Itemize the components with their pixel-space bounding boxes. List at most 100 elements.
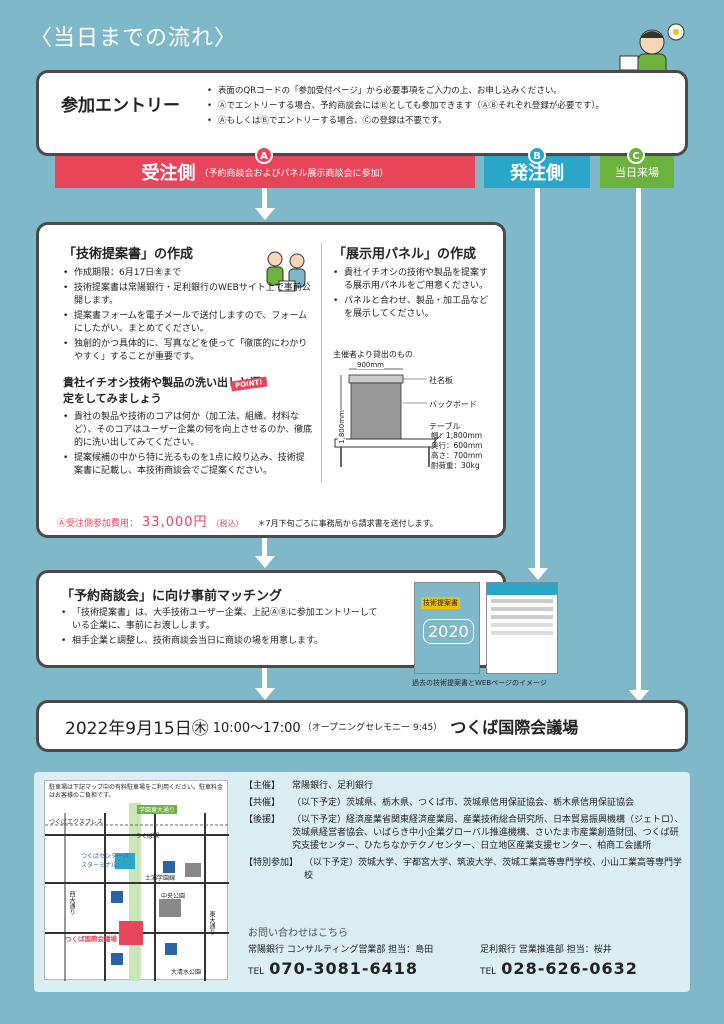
access-map: 駐車場は下記マップ中の有料駐車場をご利用ください。駐車料金はお客様のご負担です。… [44,780,229,981]
map-label: 東大通り [208,911,215,935]
table-spec: 耐荷重：30kg [431,461,480,470]
flow-arrow-a3 [255,688,275,700]
flow-arrow-a [255,208,275,220]
proposal-item: 作成期限：6月17日㊎まで [63,267,263,280]
badge-c: C [627,146,645,164]
badge-b: B [528,146,546,164]
fee-label: Ⓐ受注側参加費用： [57,519,139,529]
panel-diagram [334,368,444,467]
proposal-title: 「技術提案書」の作成 [63,247,194,262]
contact-name: 足利銀行 営業推進部 担当：桜井 [480,945,612,955]
flow-line-a [262,188,267,210]
table-spec: 高さ：700mm [431,451,483,460]
proposal-sub-item: 貴社の製品や技術のコアは何か（加工法、組織、材料など）、そのコアはユーザー企業の… [63,411,313,450]
event-date: 2022年9月15日㊍ [65,718,209,739]
matching-items: 「技術提案書」は、大手技術ユーザー企業、上記ⒶⒷに参加エントリーしている企業に、… [61,607,381,650]
booklet-title: 技術提案書 [421,597,460,609]
panel-sign-label: 社名板 [429,376,453,385]
panel-height-label: 1,800mm [337,410,346,444]
web-header-bar [487,583,557,595]
entry-line: 表面のQRコードの「参加受付ページ」から必要事項をご入力の上、お申し込みください… [207,85,682,98]
info-key: 【主催】 [244,781,281,791]
entry-card: 参加エントリー 表面のQRコードの「参加受付ページ」から必要事項をご入力の上、お… [36,70,688,156]
flow-arrow-b [528,568,548,580]
table-spec: 幅：1,800mm [431,431,483,440]
map-label: 西大通り [68,891,75,915]
sample-caption: 過去の技術提案書とWEBページのイメージ [412,679,547,687]
web-content-line [491,615,553,619]
contact-tel: 028-626-0632 [501,959,638,978]
map-label: つくばセンターバスターミナル [81,853,129,869]
info-key: 【後援】 [244,815,281,825]
event-venue: つくば国際会議場 [450,718,579,737]
fee-note: ＊7月下旬ごろに事務局から請求書を送付します。 [257,519,438,528]
event-time: 10:00〜17:00 [212,720,301,736]
proposal-item: 提案書フォームを電子メールで送付しますので、フォームにしたがい、まとめてください… [63,310,311,336]
contact-heading: お問い合わせはこちら [248,928,348,939]
proposal-sub-items: 貴社の製品や技術のコアは何か（加工法、組織、材料など）、そのコアはユーザー企業の… [63,411,313,480]
page-heading: 〈当日までの流れ〉 [30,26,238,51]
info-val: （以下予定）茨城大学、宇都宮大学、筑波大学、茨城工業高等専門学校、小山工業高等専… [304,858,683,881]
info-row: 【共催】 （以下予定）茨城県、栃木県、つくば市、茨城県信用保証協会、栃木県信用保… [244,797,684,810]
entry-title: 参加エントリー [61,96,180,116]
info-val: （以下予定）茨城県、栃木県、つくば市、茨城県信用保証協会、栃木県信用保証協会 [292,798,635,808]
contact-tel-line: TEL 070-3081-6418 [248,959,433,978]
matching-item: 相手企業と調整し、技術商談会当日に商談の場を用意します。 [61,635,381,648]
flow-line-a2 [262,538,267,558]
info-key: 【特別参加】 [244,858,299,868]
flow-line-a3 [262,668,267,690]
map-note: 駐車場は下記マップ中の有料駐車場をご利用ください。駐車料金はお客様のご負担です。 [49,784,224,799]
flow-arrow-a2 [255,556,275,568]
panel-items: 貴社イチオシの技術や製品を提案する展示用パネルをご用意ください。 パネルと合わせ… [333,267,493,323]
proposal-items: 作成期限：6月17日㊎まで 技術提案書は常陽銀行・足利銀行のWEBサイト上で事前… [63,267,311,366]
map-label: つくば国際会議場 [65,935,117,943]
contact-tel-line: TEL 028-626-0632 [480,959,638,978]
entry-line: ⒶもしくはⒷでエントリーする場合、Ⓒの登録は不要です。 [207,115,682,128]
fee-amount: 33,000円 [142,515,208,530]
contact-ashikaga: 足利銀行 営業推進部 担当：桜井 TEL 028-626-0632 [480,942,638,978]
panel-board-label: バックボード [429,400,477,409]
contact-tel: 070-3081-6418 [269,959,419,978]
fee-line: Ⓐ受注側参加費用： 33,000円 （税込） ＊7月下旬ごろに事務局から請求書を… [57,511,438,530]
panel-title: 「展示用パネル」の作成 [333,247,477,262]
sample-doc-booklet: 技術提案書 2020 [414,582,480,674]
matching-title: 「予約商談会」に向け事前マッチング [61,589,283,604]
panel-table-specs: 幅：1,800mm 奥行：600mm 高さ：700mm 耐荷重：30kg [431,431,482,471]
proposal-item: 独創的かつ具体的に、写真などを使って「徹底的にわかりやすく」することが重要です。 [63,338,311,364]
tel-label: TEL [248,967,265,977]
organizers: 【主催】 常陽銀行、足利銀行 【共催】 （以下予定）茨城県、栃木県、つくば市、茨… [244,780,684,887]
proposal-item: 技術提案書は常陽銀行・足利銀行のWEBサイト上で事前公開します。 [63,282,311,308]
info-val: （以下予定）経済産業省関東経済産業局、産業技術総合研究所、日本貿易振興機構（ジェ… [292,815,684,851]
panel-table-label: テーブル [429,422,461,431]
event-card: 2022年9月15日㊍ 10:00〜17:00 （オープニングセレモニー 9:4… [36,700,688,752]
band-b-label: 発注側 [510,163,564,184]
fee-tax: （税込） [211,519,244,528]
flow-line-c [636,188,641,692]
panel-diagram-caption: 主催者より貸出のもの [333,350,413,359]
map-label: 土浦学園線 [145,875,176,882]
contact-name: 常陽銀行 コンサルティング営業部 担当：島田 [248,945,434,955]
table-spec: 奥行：600mm [431,441,483,450]
flow-line-b [535,188,540,572]
entry-line: Ⓐでエントリーする場合、予約商談会にはⒷとしても参加できます（ⒶⒷそれぞれ登録が… [207,100,682,113]
booklet-year: 2020 [423,619,474,644]
web-content-line [491,631,553,635]
map-label: 中央公園 [161,893,186,900]
web-content-line [491,607,553,611]
event-ceremony: （オープニングセレモニー 9:45） [302,722,443,733]
proposal-card: 「技術提案書」の作成 作成期限：6月17日㊎まで 技術提案書は常陽銀行・足利銀行… [36,222,506,538]
contact-joyo: 常陽銀行 コンサルティング営業部 担当：島田 TEL 070-3081-6418 [248,942,433,978]
info-row: 【主催】 常陽銀行、足利銀行 [244,780,684,793]
panel-item: パネルと合わせ、製品・加工品などを展示してください。 [333,295,493,321]
tel-label: TEL [480,967,497,977]
proposal-sub-item: 提案候補の中から特に光るものを1点に絞り込み、技術提案書に記載し、本技術商談会で… [63,452,313,478]
info-row: 【特別参加】 （以下予定）茨城大学、宇都宮大学、筑波大学、茨城工業高等専門学校、… [244,857,684,883]
map-label: 学園東大通り [137,805,178,814]
web-content-line [491,599,553,603]
band-c-label: 当日来場 [615,166,659,179]
sample-web-page [486,582,558,674]
flow-arrow-c [629,690,649,702]
column-divider [321,243,322,483]
panel-item: 貴社イチオシの技術や製品を提案する展示用パネルをご用意ください。 [333,267,493,293]
info-key: 【共催】 [244,798,281,808]
